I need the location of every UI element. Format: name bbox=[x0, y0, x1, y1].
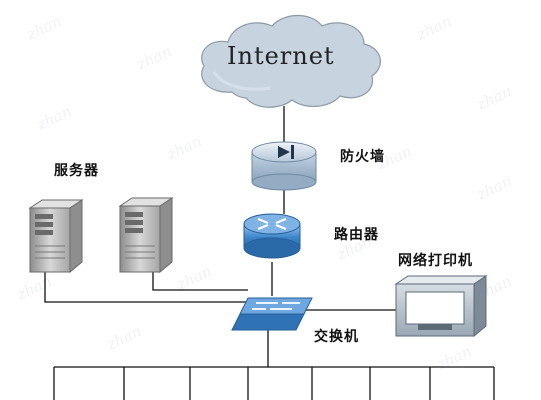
firewall-label: 防火墙 bbox=[340, 149, 385, 165]
svg-text:zhan: zhan bbox=[163, 132, 204, 164]
servers-label: 服务器 bbox=[54, 163, 99, 179]
svg-text:zhan: zhan bbox=[433, 342, 474, 374]
svg-text:zhan: zhan bbox=[173, 262, 214, 294]
svg-text:zhan: zhan bbox=[13, 272, 54, 304]
printer-label: 网络打印机 bbox=[398, 253, 473, 269]
firewall-icon bbox=[251, 141, 317, 191]
svg-text:zhan: zhan bbox=[413, 12, 454, 44]
svg-text:zhan: zhan bbox=[473, 172, 514, 204]
cloud-icon bbox=[201, 14, 381, 108]
svg-text:zhan: zhan bbox=[103, 322, 144, 354]
switch-icon bbox=[231, 297, 313, 331]
server-tower-icon bbox=[28, 199, 84, 274]
link-server1-switch bbox=[44, 272, 248, 303]
link-server2-switch bbox=[152, 272, 248, 291]
router-label: 路由器 bbox=[334, 227, 379, 243]
server-tower-icon bbox=[118, 197, 174, 274]
printer-icon bbox=[394, 275, 488, 338]
connection-lines bbox=[44, 106, 495, 400]
switch-label: 交换机 bbox=[314, 329, 359, 345]
svg-text:zhan: zhan bbox=[473, 82, 514, 114]
router-icon bbox=[243, 213, 301, 259]
svg-text:zhan: zhan bbox=[33, 102, 74, 134]
internet-label: Internet bbox=[227, 42, 335, 70]
svg-text:zhan: zhan bbox=[133, 42, 174, 74]
svg-text:zhan: zhan bbox=[23, 12, 64, 44]
